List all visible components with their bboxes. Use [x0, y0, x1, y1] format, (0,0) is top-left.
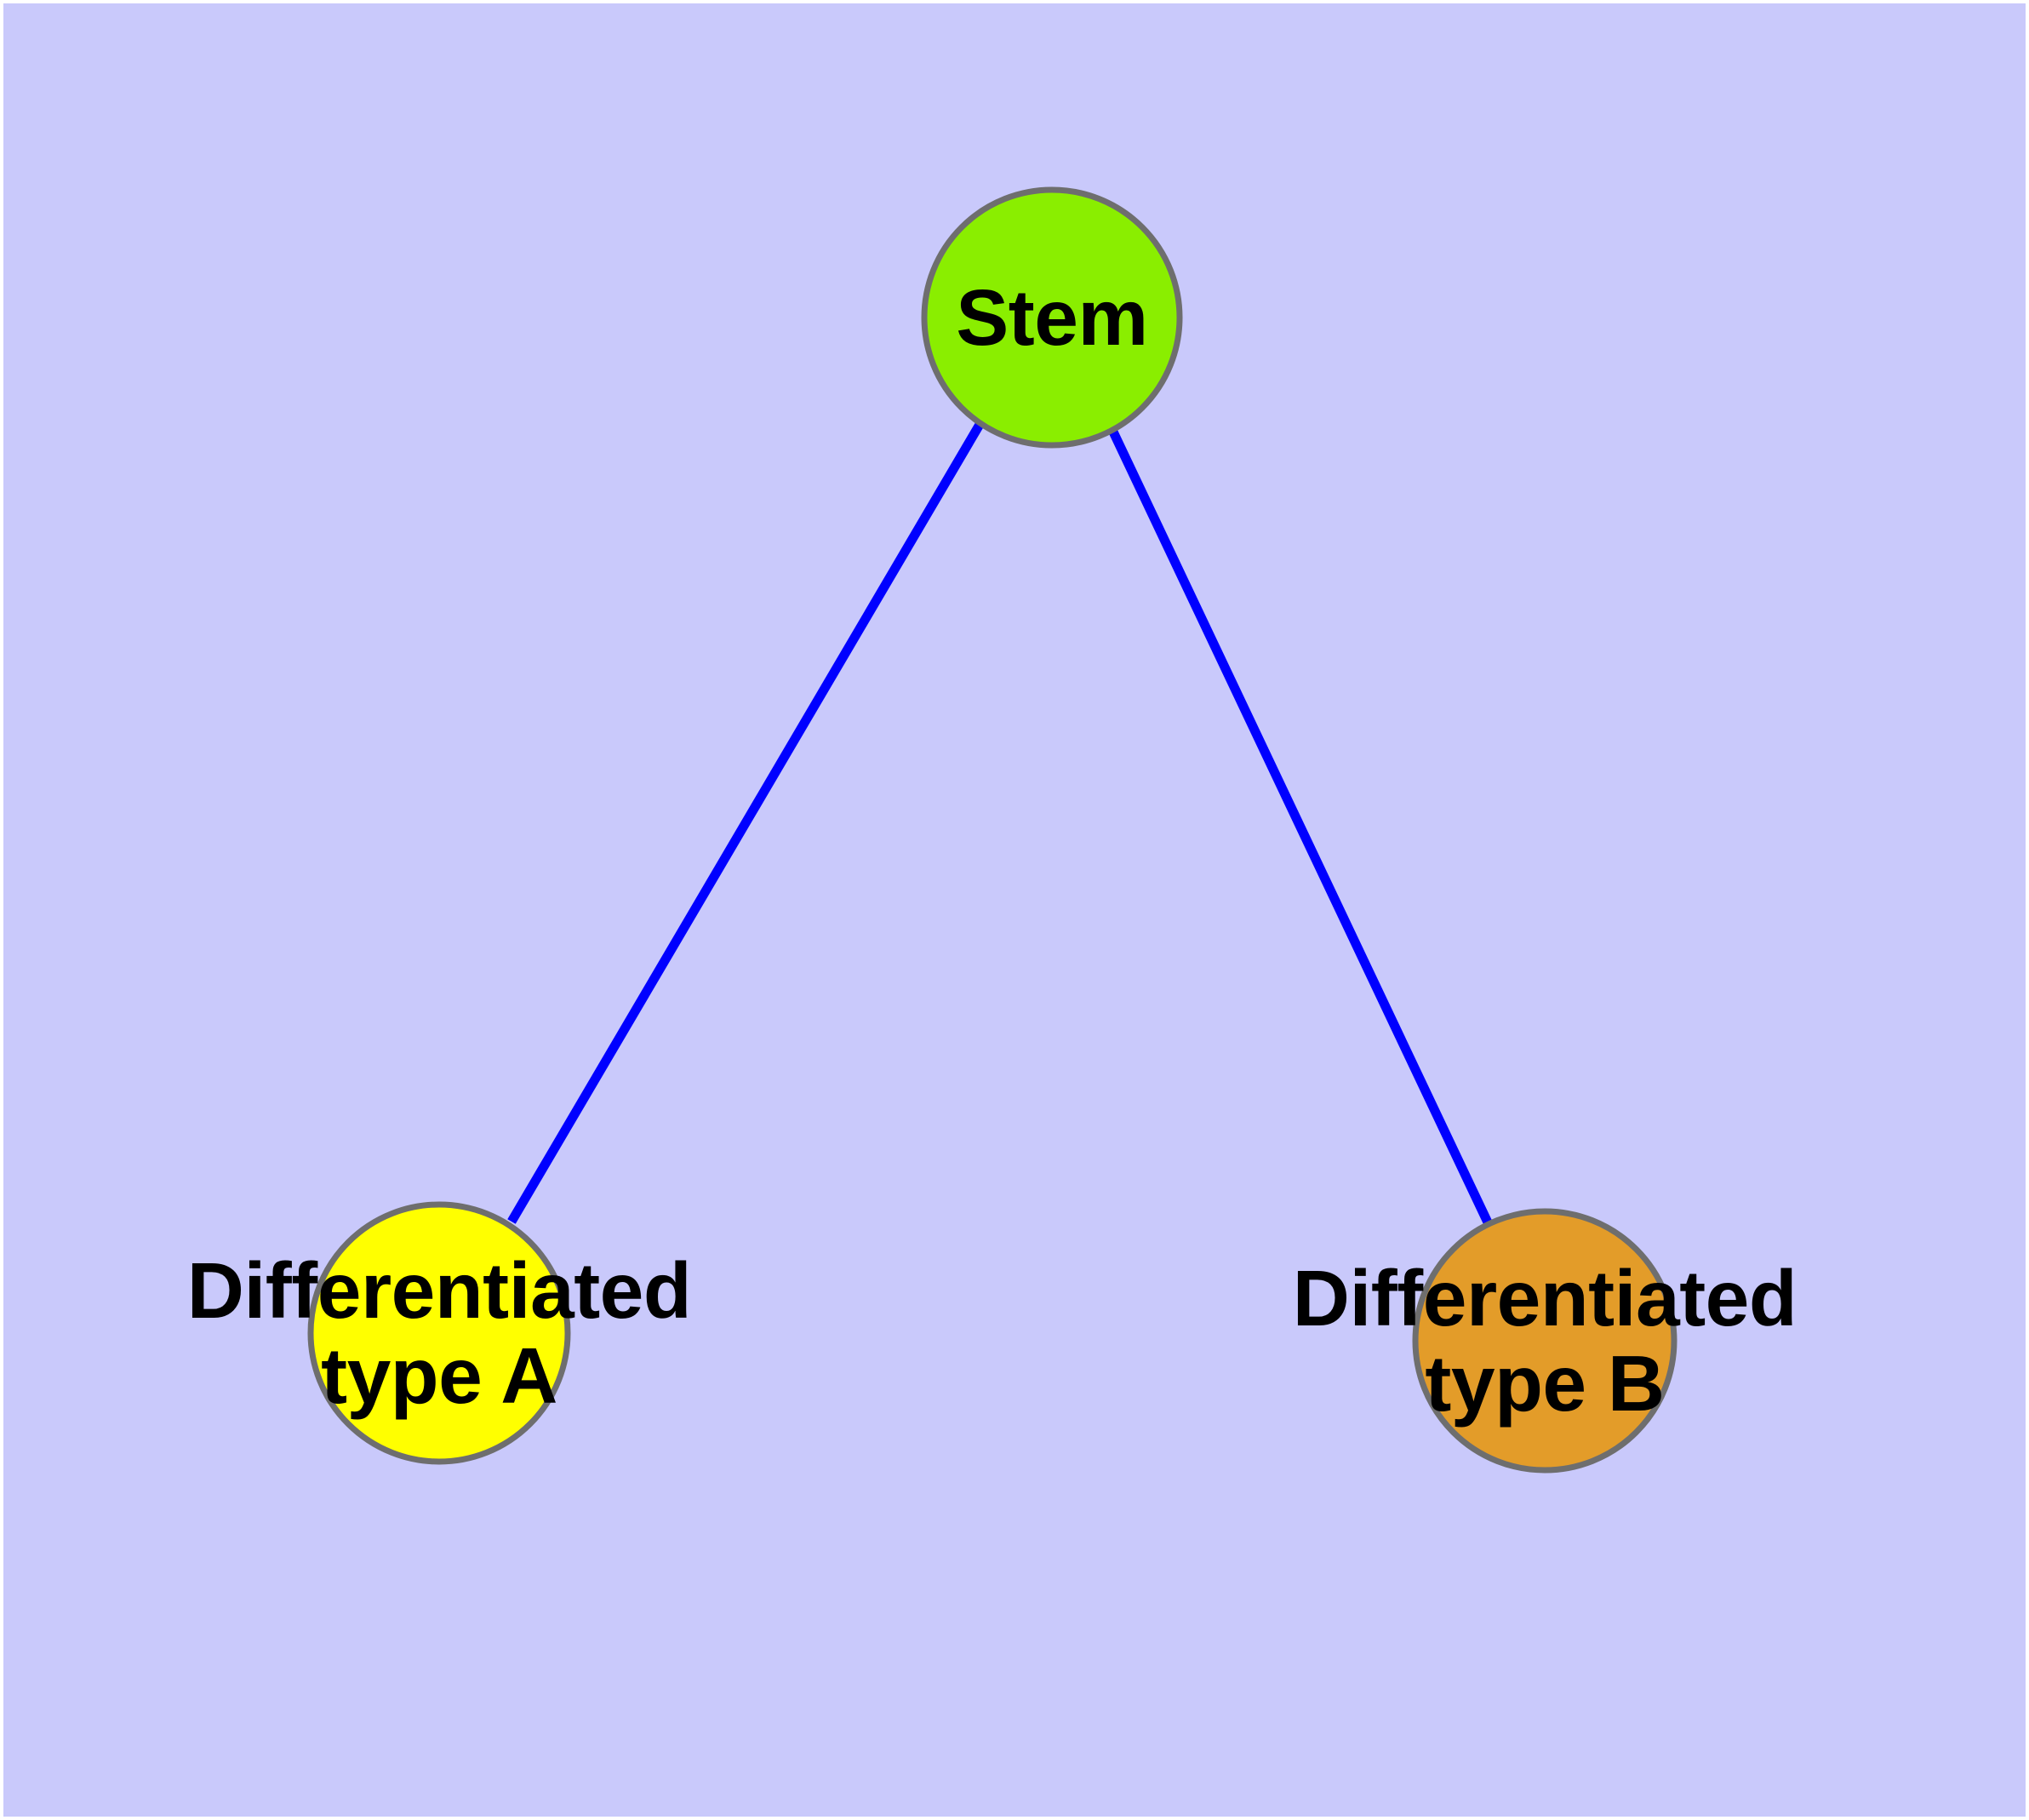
graph-node-diff-a[interactable] [307, 1201, 571, 1465]
graph-edge-stem-to-diff-b[interactable] [1107, 426, 1493, 1227]
graph-edge-stem-to-diff-a[interactable] [507, 421, 985, 1224]
nodes-layer [307, 186, 1677, 1474]
graph-node-diff-b[interactable] [1412, 1208, 1677, 1474]
edges-layer [507, 421, 1493, 1227]
graph-node-stem[interactable] [921, 186, 1183, 449]
